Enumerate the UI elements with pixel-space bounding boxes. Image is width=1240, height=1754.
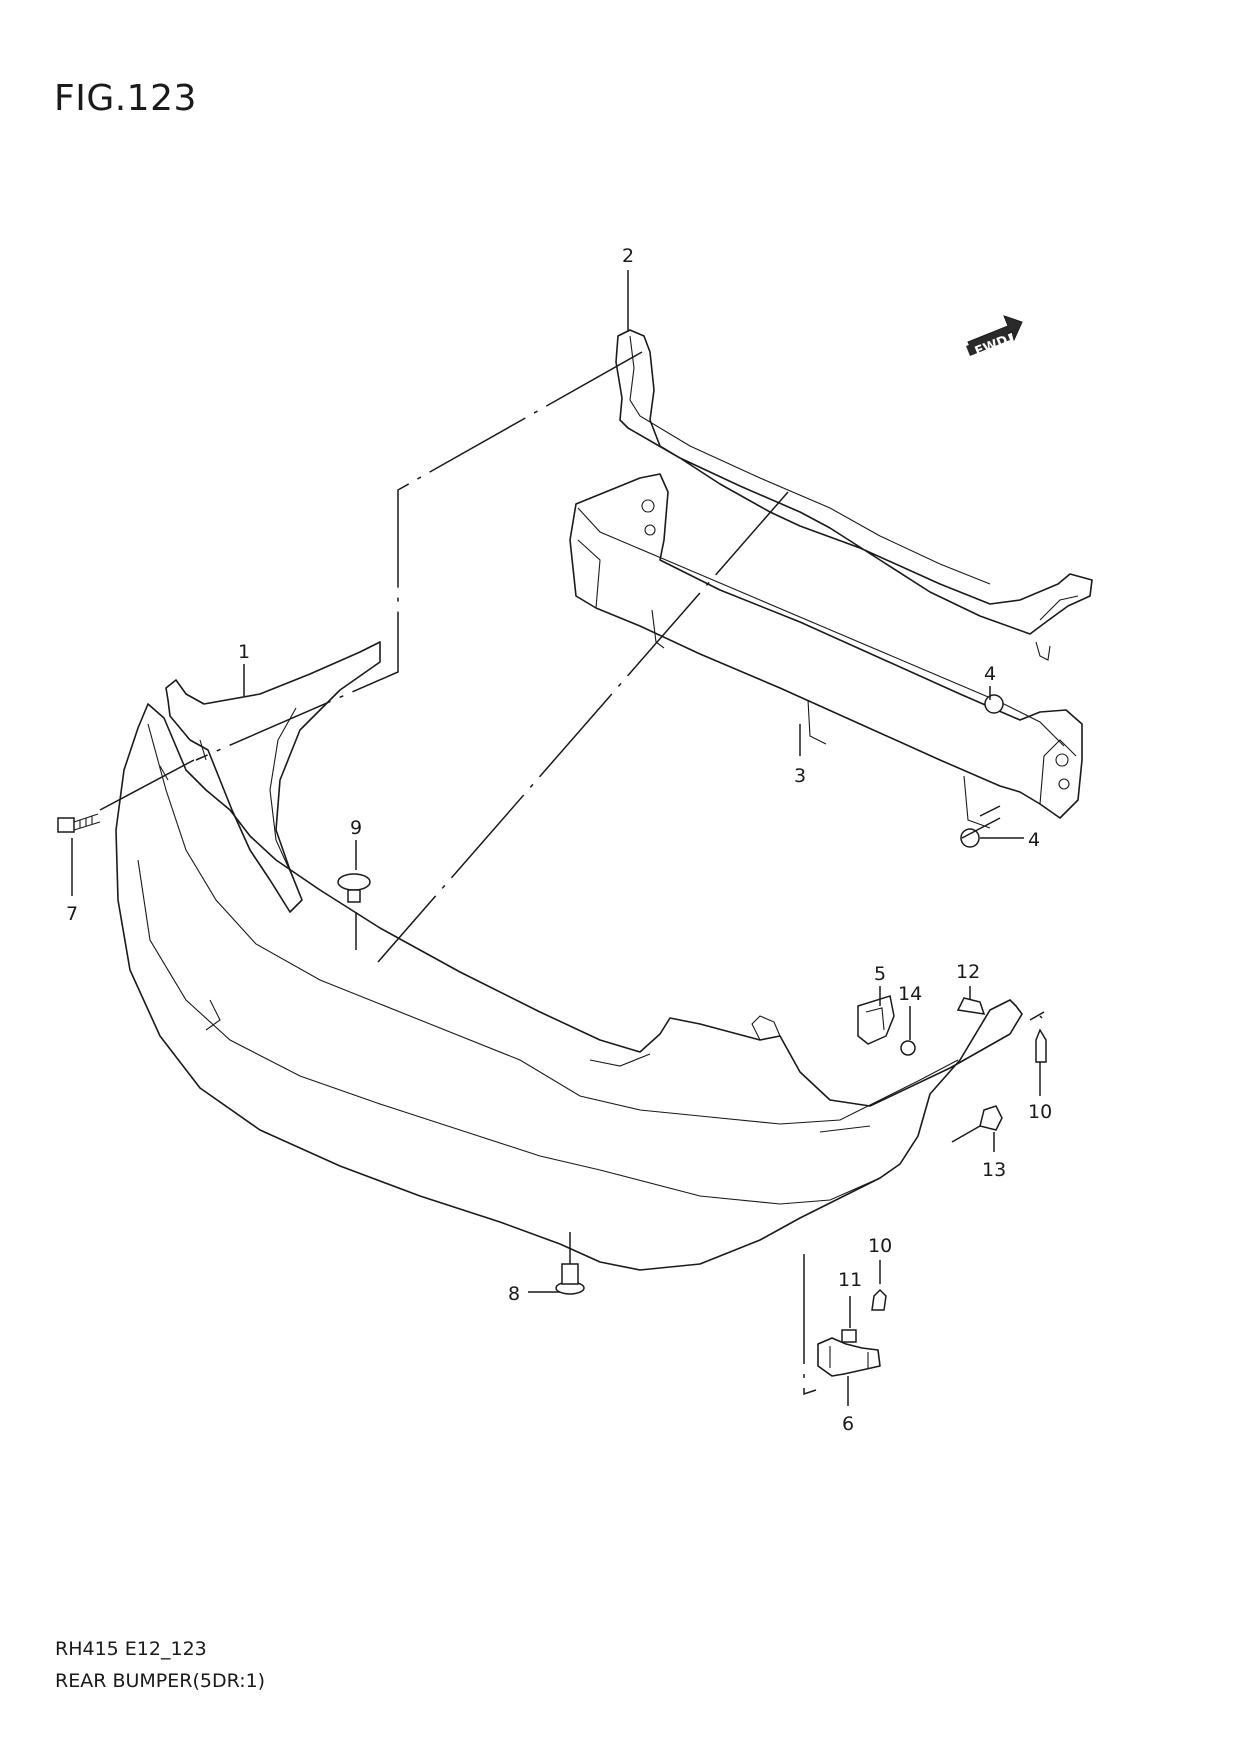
callout-3: 3 (794, 765, 806, 787)
callout-2: 2 (622, 245, 634, 267)
callout-12: 12 (956, 961, 980, 983)
part-9-clip (337, 873, 371, 903)
figure-subtitle: REAR BUMPER(5DR:1) (55, 1670, 266, 1692)
part-5-clip (857, 995, 895, 1045)
figure-title: FIG.123 (54, 78, 197, 119)
callout-9: 9 (350, 817, 362, 839)
bumper-cover (115, 703, 1023, 1271)
part-11-nut (841, 1329, 857, 1343)
callout-14: 14 (898, 983, 922, 1005)
callout-4b: 4 (1028, 829, 1040, 851)
figure-code: RH415 E12_123 (55, 1638, 207, 1660)
part-3-bumper-beam (569, 473, 1083, 829)
relation-lines (99, 351, 1045, 1396)
callouts: 2 1 3 4 4 5 6 7 8 9 10 10 11 12 13 14 (66, 245, 1052, 1435)
callout-10b: 10 (868, 1235, 892, 1257)
part-8-bolt (555, 1263, 585, 1295)
part-7-bolt (57, 813, 101, 833)
callout-13: 13 (982, 1159, 1006, 1181)
part-6-stay (817, 1337, 881, 1377)
callout-6: 6 (842, 1413, 854, 1435)
callout-1: 1 (238, 641, 250, 663)
leader-lines (71, 270, 1041, 1406)
callout-11: 11 (838, 1269, 862, 1291)
part-13-clip (979, 1105, 1003, 1131)
part-10b-screw (871, 1288, 887, 1311)
fwd-arrow-icon: FWD (966, 315, 1023, 360)
callout-8: 8 (508, 1283, 520, 1305)
part-14-screw (900, 1040, 916, 1056)
part-12-nut (956, 997, 986, 1015)
callout-4a: 4 (984, 663, 996, 685)
part-4a-nut (984, 694, 1004, 714)
callout-10a: 10 (1028, 1101, 1052, 1123)
callout-5: 5 (874, 963, 886, 985)
part-4b-nut (960, 828, 980, 848)
callout-7: 7 (66, 903, 78, 925)
part-1-side-bracket (165, 641, 381, 913)
part-10a-screw (1035, 1028, 1047, 1063)
part-2-upper-bracket (615, 329, 1093, 661)
